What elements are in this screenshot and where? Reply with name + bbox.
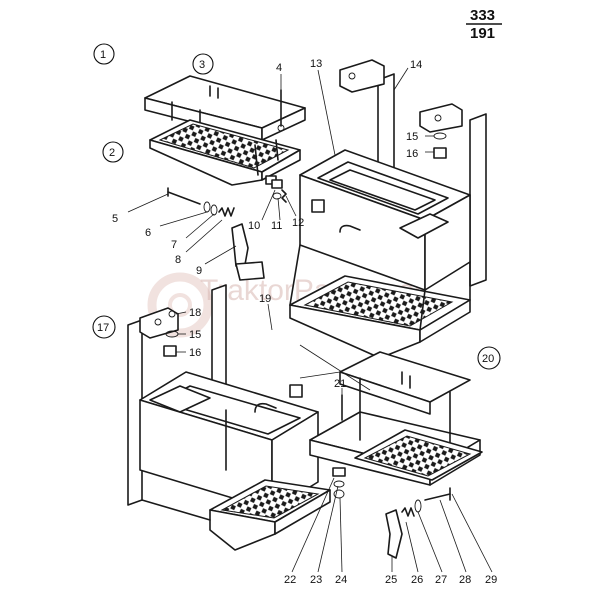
callout-17: 17 bbox=[92, 315, 116, 339]
part-label-16-top: 16 bbox=[406, 148, 418, 160]
svg-text:20: 20 bbox=[482, 353, 494, 365]
part-label-11: 11 bbox=[271, 220, 282, 232]
hardware-parts bbox=[163, 89, 451, 559]
part-label-24: 24 bbox=[335, 574, 347, 586]
part-label-5: 5 bbox=[112, 213, 118, 225]
part-label-29: 29 bbox=[485, 574, 497, 586]
part-label-18: 18 bbox=[189, 307, 201, 319]
callout-2: 2 bbox=[102, 141, 124, 163]
part-label-10: 10 bbox=[248, 220, 260, 232]
callout-1: 1 bbox=[93, 43, 115, 65]
svg-text:2: 2 bbox=[109, 147, 115, 159]
callout-20: 20 bbox=[477, 346, 501, 370]
callout-3: 3 bbox=[192, 53, 214, 75]
box-assembly-19 bbox=[127, 284, 331, 551]
step-assembly-3 bbox=[144, 75, 306, 186]
part-label-15-left: 15 bbox=[189, 329, 201, 341]
part-label-6: 6 bbox=[145, 227, 151, 239]
part-label-16-left: 16 bbox=[189, 347, 201, 359]
part-label-19: 19 bbox=[259, 293, 271, 305]
step-assembly-20 bbox=[309, 351, 483, 486]
part-label-27: 27 bbox=[435, 574, 447, 586]
svg-text:1: 1 bbox=[100, 49, 106, 61]
svg-text:3: 3 bbox=[199, 59, 205, 71]
svg-text:17: 17 bbox=[97, 322, 109, 334]
part-label-15-top: 15 bbox=[406, 131, 418, 143]
part-label-9: 9 bbox=[196, 265, 202, 277]
part-label-21: 21 bbox=[334, 378, 346, 390]
part-label-14: 14 bbox=[410, 59, 422, 71]
part-label-4: 4 bbox=[276, 62, 282, 74]
part-label-13: 13 bbox=[310, 58, 322, 70]
watermark-gear-icon bbox=[147, 272, 213, 338]
part-label-8: 8 bbox=[175, 254, 181, 266]
leader-lines bbox=[127, 67, 493, 573]
part-label-28: 28 bbox=[459, 574, 471, 586]
box-assembly-13 bbox=[289, 59, 487, 359]
part-label-22: 22 bbox=[284, 574, 296, 586]
header-bottom-number: 191 bbox=[470, 25, 495, 42]
header-top-number: 333 bbox=[470, 7, 495, 24]
part-label-23: 23 bbox=[310, 574, 322, 586]
part-label-25: 25 bbox=[385, 574, 397, 586]
part-label-12: 12 bbox=[292, 217, 304, 229]
part-label-26: 26 bbox=[411, 574, 423, 586]
part-label-7: 7 bbox=[171, 239, 177, 251]
